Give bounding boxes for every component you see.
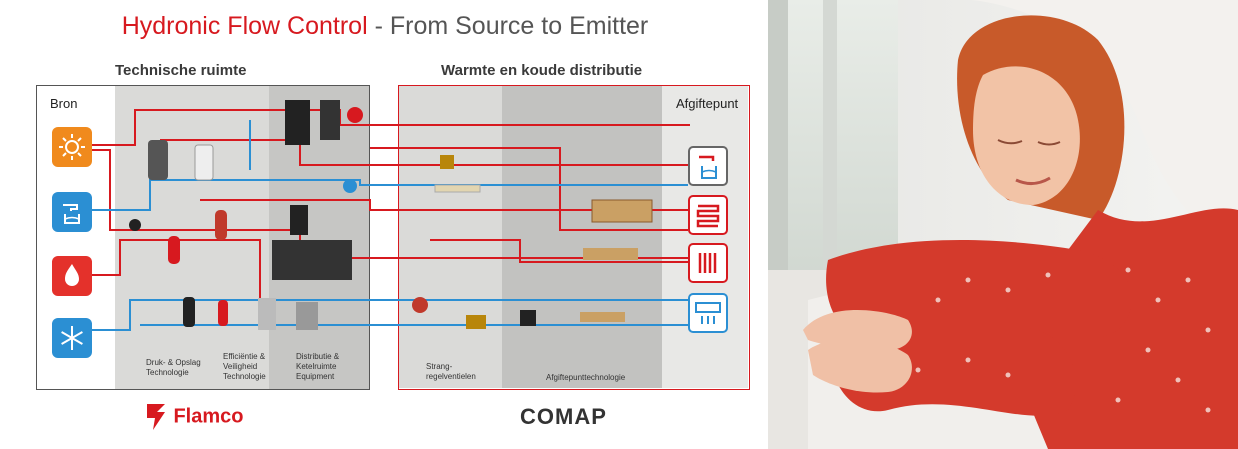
components bbox=[129, 100, 653, 330]
section-distribution: Warmte en koude distributie bbox=[441, 62, 643, 79]
distribution-box bbox=[398, 85, 750, 390]
pump-component bbox=[320, 100, 340, 140]
manifold-component bbox=[285, 100, 310, 145]
comap-logo: COMAP bbox=[520, 404, 607, 429]
boiler-station-component bbox=[272, 240, 352, 280]
snowflake-icon bbox=[61, 326, 83, 350]
pipe-red bbox=[370, 147, 688, 231]
pipe-section bbox=[434, 184, 481, 193]
emitter-cooling bbox=[688, 293, 728, 333]
pipe-blue bbox=[92, 299, 688, 331]
vessel-red-small bbox=[218, 300, 228, 326]
pipe-red bbox=[200, 199, 688, 211]
separator-component bbox=[290, 205, 308, 235]
brass-valve bbox=[440, 155, 454, 169]
emitter-floor bbox=[688, 195, 728, 235]
caption-distribution: Distributie & Ketelruimte Equipment bbox=[296, 352, 340, 381]
emitter-radiator bbox=[688, 243, 728, 283]
balancing-valve bbox=[466, 315, 486, 329]
source-water bbox=[52, 192, 92, 232]
vessel-black bbox=[183, 297, 195, 327]
dirt-separator-red bbox=[215, 210, 227, 240]
pipe-red bbox=[92, 109, 690, 146]
filter-component bbox=[258, 298, 276, 330]
flamco-mark-icon bbox=[147, 404, 165, 430]
fitting bbox=[580, 312, 625, 322]
pipe-network bbox=[92, 100, 690, 331]
valve-black bbox=[129, 219, 141, 231]
boiler-component bbox=[194, 144, 214, 181]
source-label: Bron bbox=[50, 96, 78, 111]
meter-component bbox=[347, 107, 363, 123]
caption-efficiency: Efficiëntie & Veiligheid Technologie bbox=[223, 352, 266, 381]
title-highlight: Hydronic Flow Control bbox=[121, 12, 368, 40]
floor-heating-icon bbox=[696, 204, 720, 228]
sun-icon bbox=[59, 134, 85, 160]
caption-riser: Strang- regelventielen bbox=[426, 362, 476, 381]
fan-coil-icon bbox=[695, 302, 721, 324]
meter-blue bbox=[343, 179, 357, 193]
title-rest: - From Source to Emitter bbox=[367, 12, 649, 40]
flamco-text: Flamco bbox=[173, 405, 244, 428]
source-cold bbox=[52, 318, 92, 358]
tap-glass-icon bbox=[699, 155, 717, 179]
flame-icon bbox=[65, 264, 79, 286]
pipe-blue bbox=[92, 179, 688, 211]
source-solar bbox=[52, 127, 92, 167]
photo-woman-window bbox=[768, 0, 1238, 449]
woman-relaxing-illustration bbox=[768, 0, 1238, 449]
valve-red bbox=[412, 297, 428, 313]
page-title: Hydronic Flow Control - From Source to E… bbox=[0, 12, 770, 41]
source-heat bbox=[52, 256, 92, 296]
emitter-tap bbox=[688, 146, 728, 186]
caption-emitter-tech: Afgiftepunttechnologie bbox=[546, 373, 626, 382]
tap-water-icon bbox=[63, 204, 80, 224]
section-technical-room: Technische ruimte bbox=[115, 62, 247, 79]
pipe-red bbox=[92, 149, 688, 259]
radiator-icon bbox=[698, 253, 717, 273]
pipe-red bbox=[160, 139, 688, 166]
expansion-vessel-red bbox=[168, 236, 180, 264]
pipe-red bbox=[430, 239, 688, 263]
emitter-label: Afgiftepunt bbox=[676, 96, 739, 111]
vessel-component bbox=[148, 140, 168, 180]
flamco-logo: Flamco bbox=[143, 402, 243, 432]
brass-manifold-lower bbox=[583, 248, 638, 260]
caption-storage: Druk- & Opslag Technologie bbox=[146, 358, 201, 377]
buffer-tank-component bbox=[296, 302, 318, 330]
actuator bbox=[520, 310, 536, 326]
manifold-brass bbox=[591, 199, 653, 223]
